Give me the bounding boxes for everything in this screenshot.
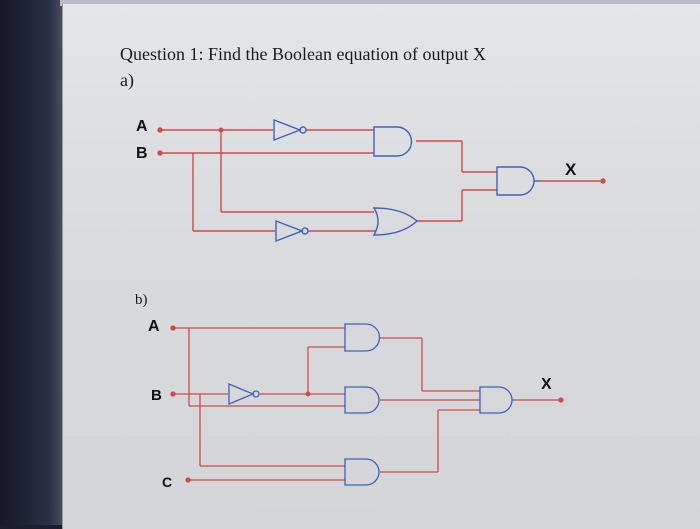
circuit-a-not-gate-2 [275,219,309,243]
circuit-b-input-c: C [162,474,173,490]
circuit-a-wires [157,127,606,232]
circuit-a-input-b: B [136,145,148,162]
screen-top-edge [60,0,700,6]
circuit-a-and-gate-1 [373,126,413,157]
circuit-a-and-gate-2 [496,166,540,196]
circuit-b-and-gate-1 [344,323,381,352]
worksheet-page [62,4,700,529]
question-title: Question 1: Find the Boolean equation of… [120,44,486,64]
circuit-a-gates [273,118,540,243]
part-b-label: b) [135,292,148,308]
circuit-b [170,323,564,486]
circuit-b-and-gate-4 [479,386,514,414]
circuit-a-or-gate [372,207,419,236]
circuit-b-gates [228,323,514,486]
circuit-b-input-b: B [151,387,162,404]
circuit-b-and-gate-3 [344,458,380,486]
circuit-a-not-gate-1 [273,118,307,142]
circuit-a [157,118,606,243]
part-a-label: a) [120,70,134,90]
circuit-b-input-a: A [148,318,160,335]
circuit-a-input-a: A [136,118,148,135]
circuit-b-not-gate [228,383,260,405]
desk-background [0,0,70,525]
circuit-b-and-gate-2 [344,386,380,414]
circuit-a-output-x: X [565,160,577,179]
circuit-b-wires [170,325,564,483]
circuit-b-output-x: X [541,376,552,393]
